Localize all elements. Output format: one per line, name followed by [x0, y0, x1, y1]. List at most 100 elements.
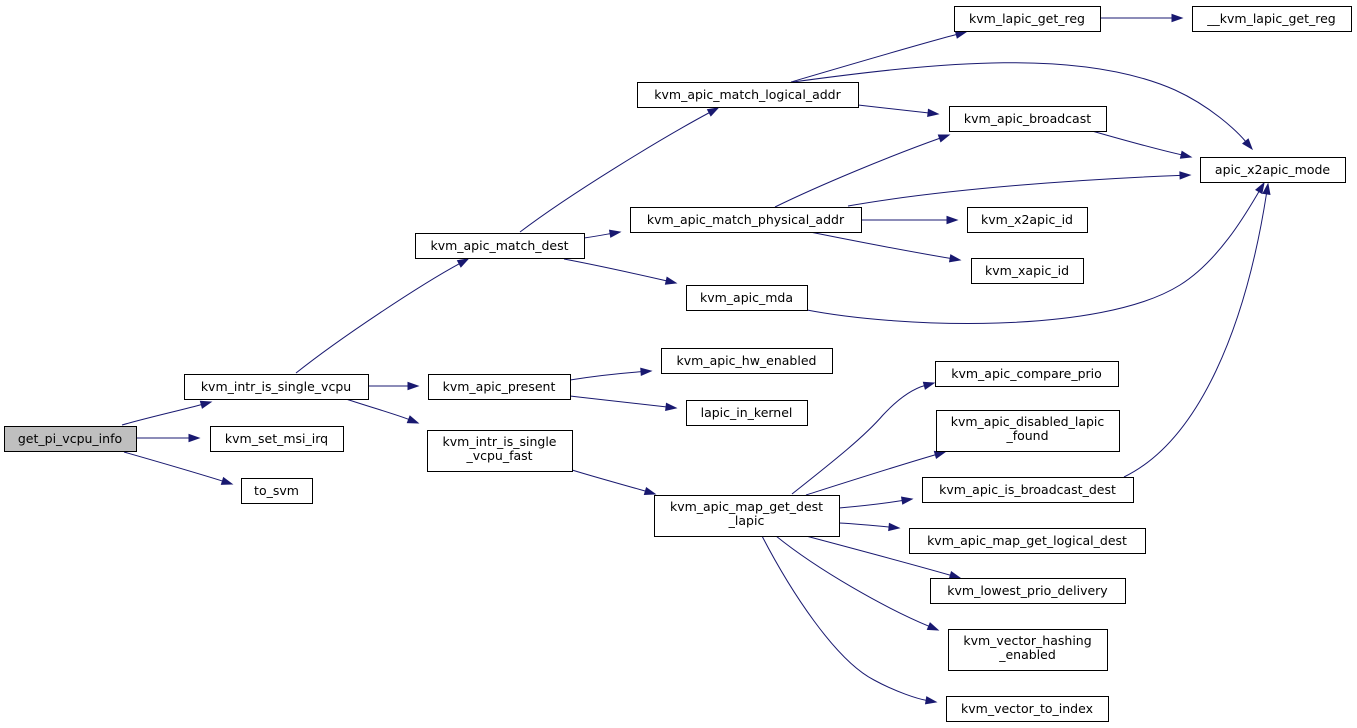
- arrowhead-icon: [406, 415, 420, 424]
- node-kvm-apic-match-dest[interactable]: kvm_apic_match_dest: [415, 233, 585, 259]
- edge-kvm_apic_match_dest-to-kvm_apic_match_physical_addr: [583, 229, 622, 239]
- node-kvm-apic-map-get-logical-dest[interactable]: kvm_apic_map_get_logical_dest: [909, 528, 1146, 554]
- edge-line: [847, 174, 1182, 207]
- node-label: kvm_lowest_prio_delivery: [947, 583, 1108, 598]
- node-kvm-apic-match-physical-addr[interactable]: kvm_apic_match_physical_addr: [630, 207, 862, 233]
- edge-kvm_apic_match_physical_addr-to-kvm_apic_broadcast: [774, 134, 951, 208]
- edge-line: [790, 33, 958, 83]
- node-label: kvm_apic_hw_enabled: [677, 353, 817, 368]
- node-label: _enabled: [998, 647, 1056, 662]
- node-box: [210, 426, 344, 452]
- node-label: kvm_intr_is_single_vcpu: [201, 379, 351, 394]
- edge-kvm_intr_is_single_vcpu-to-kvm_apic_present: [368, 381, 420, 391]
- arrowhead-icon: [937, 134, 951, 143]
- node-box: [909, 528, 1146, 554]
- edge-get_pi_vcpu_info-to-to_svm: [123, 451, 234, 485]
- node-kvm-set-msi-irq[interactable]: kvm_set_msi_irq: [210, 426, 344, 452]
- node-kvm-apic-present[interactable]: kvm_apic_present: [428, 374, 571, 400]
- edge-line: [1123, 192, 1268, 478]
- edge-kvm_apic_map_get_dest_lapic-to-kvm_apic_is_broadcast_dest: [838, 496, 914, 509]
- node-kvm-apic-disabled-lapic-found[interactable]: kvm_apic_disabled_lapic_found: [936, 410, 1120, 452]
- node-to-svm[interactable]: to_svm: [241, 478, 313, 504]
- node-label: kvm_apic_is_broadcast_dest: [939, 482, 1116, 497]
- node-box: [967, 207, 1088, 233]
- arrowhead-icon: [1255, 181, 1265, 195]
- edge-line: [857, 104, 930, 114]
- edge-kvm_apic_match_logical_addr-to-kvm_apic_broadcast: [857, 104, 940, 118]
- node-kvm-vector-hashing-enabled[interactable]: kvm_vector_hashing_enabled: [948, 629, 1108, 671]
- node-label: _vcpu_fast: [465, 448, 532, 463]
- node-label: kvm_intr_is_single: [443, 434, 557, 449]
- node-box: [630, 207, 862, 233]
- node-label: kvm_xapic_id: [985, 263, 1069, 278]
- node-kvm-lowest-prio-delivery[interactable]: kvm_lowest_prio_delivery: [930, 578, 1126, 604]
- node---kvm-lapic-get-reg[interactable]: __kvm_lapic_get_reg: [1192, 6, 1352, 32]
- node-box: [427, 430, 573, 472]
- node-box: [637, 82, 859, 108]
- edge-kvm_intr_is_single_vcpu-to-kvm_apic_match_dest: [295, 258, 470, 374]
- node-kvm-vector-to-index[interactable]: kvm_vector_to_index: [946, 696, 1109, 722]
- arrowhead-icon: [188, 433, 201, 443]
- arrowhead-icon: [1262, 182, 1271, 196]
- node-kvm-intr-is-single-vcpu-fast[interactable]: kvm_intr_is_single_vcpu_fast: [427, 430, 573, 472]
- node-kvm-apic-compare-prio[interactable]: kvm_apic_compare_prio: [935, 361, 1119, 387]
- edge-line: [805, 454, 937, 496]
- node-label: kvm_lapic_get_reg: [969, 11, 1085, 26]
- edge-line: [583, 232, 612, 239]
- node-kvm-apic-is-broadcast-dest[interactable]: kvm_apic_is_broadcast_dest: [922, 477, 1134, 503]
- edge-line: [761, 535, 928, 702]
- node-label: kvm_apic_compare_prio: [951, 366, 1102, 381]
- node-label: kvm_apic_match_dest: [430, 238, 568, 253]
- node-label: kvm_apic_match_logical_addr: [654, 87, 841, 102]
- edge-line: [569, 371, 643, 381]
- edge-line: [791, 384, 926, 495]
- node-kvm-apic-broadcast[interactable]: kvm_apic_broadcast: [949, 106, 1107, 132]
- node-box: [954, 6, 1101, 32]
- arrowhead-icon: [220, 476, 234, 485]
- node-label: kvm_set_msi_irq: [225, 431, 328, 446]
- node-label: _lapic: [728, 513, 765, 528]
- node-label: kvm_apic_disabled_lapic: [951, 414, 1105, 429]
- arrowhead-icon: [643, 486, 657, 496]
- edge-kvm_apic_match_physical_addr-to-kvm_xapic_id: [809, 231, 962, 263]
- node-get-pi-vcpu-info[interactable]: get_pi_vcpu_info: [4, 426, 137, 452]
- edge-kvm_apic_map_get_dest_lapic-to-kvm_lowest_prio_delivery: [805, 535, 962, 580]
- arrowhead-icon: [926, 622, 940, 631]
- edge-line: [563, 258, 668, 282]
- edge-kvm_intr_is_single_vcpu-to-kvm_intr_is_single_vcpu_fast: [345, 398, 420, 424]
- node-box: [415, 233, 585, 259]
- node-kvm-apic-hw-enabled[interactable]: kvm_apic_hw_enabled: [661, 348, 833, 374]
- edge-line: [774, 137, 941, 208]
- node-box: [1200, 157, 1346, 183]
- edge-get_pi_vcpu_info-to-kvm_intr_is_single_vcpu: [121, 400, 213, 426]
- node-kvm-x2apic-id[interactable]: kvm_x2apic_id: [967, 207, 1088, 233]
- arrowhead-icon: [407, 381, 420, 391]
- node-box: [930, 578, 1126, 604]
- arrowhead-icon: [608, 229, 622, 238]
- node-kvm-apic-match-logical-addr[interactable]: kvm_apic_match_logical_addr: [637, 82, 859, 108]
- node-lapic-in-kernel[interactable]: lapic_in_kernel: [686, 400, 808, 426]
- arrowhead-icon: [933, 450, 947, 459]
- edge-kvm_apic_present-to-kvm_apic_hw_enabled: [569, 367, 653, 381]
- node-apic-x2apic-mode[interactable]: apic_x2apic_mode: [1200, 157, 1346, 183]
- edge-line: [806, 190, 1260, 324]
- edge-kvm_apic_is_broadcast_dest-to-apic_x2apic_mode: [1123, 182, 1271, 478]
- node-kvm-intr-is-single-vcpu[interactable]: kvm_intr_is_single_vcpu: [184, 374, 369, 400]
- node-box: [936, 410, 1120, 452]
- node-kvm-apic-map-get-dest-lapic[interactable]: kvm_apic_map_get_dest_lapic: [654, 495, 840, 537]
- edge-line: [519, 111, 711, 233]
- edge-kvm_apic_mda-to-apic_x2apic_mode: [806, 181, 1265, 324]
- node-box: [971, 258, 1084, 284]
- node-label: kvm_apic_broadcast: [964, 111, 1091, 126]
- edge-kvm_lapic_get_reg-to-__kvm_lapic_get_reg: [1100, 13, 1184, 23]
- edge-line: [571, 469, 647, 492]
- edge-kvm_intr_is_single_vcpu_fast-to-kvm_apic_map_get_dest_lapic: [571, 469, 657, 496]
- edge-line: [1091, 130, 1183, 156]
- node-label: kvm_vector_to_index: [961, 701, 1093, 716]
- node-kvm-xapic-id[interactable]: kvm_xapic_id: [971, 258, 1084, 284]
- edge-kvm_apic_map_get_dest_lapic-to-kvm_vector_hashing_enabled: [775, 535, 940, 631]
- edge-layer: [121, 13, 1271, 705]
- arrowhead-icon: [922, 381, 936, 390]
- node-kvm-lapic-get-reg[interactable]: kvm_lapic_get_reg: [954, 6, 1101, 32]
- node-kvm-apic-mda[interactable]: kvm_apic_mda: [686, 285, 808, 311]
